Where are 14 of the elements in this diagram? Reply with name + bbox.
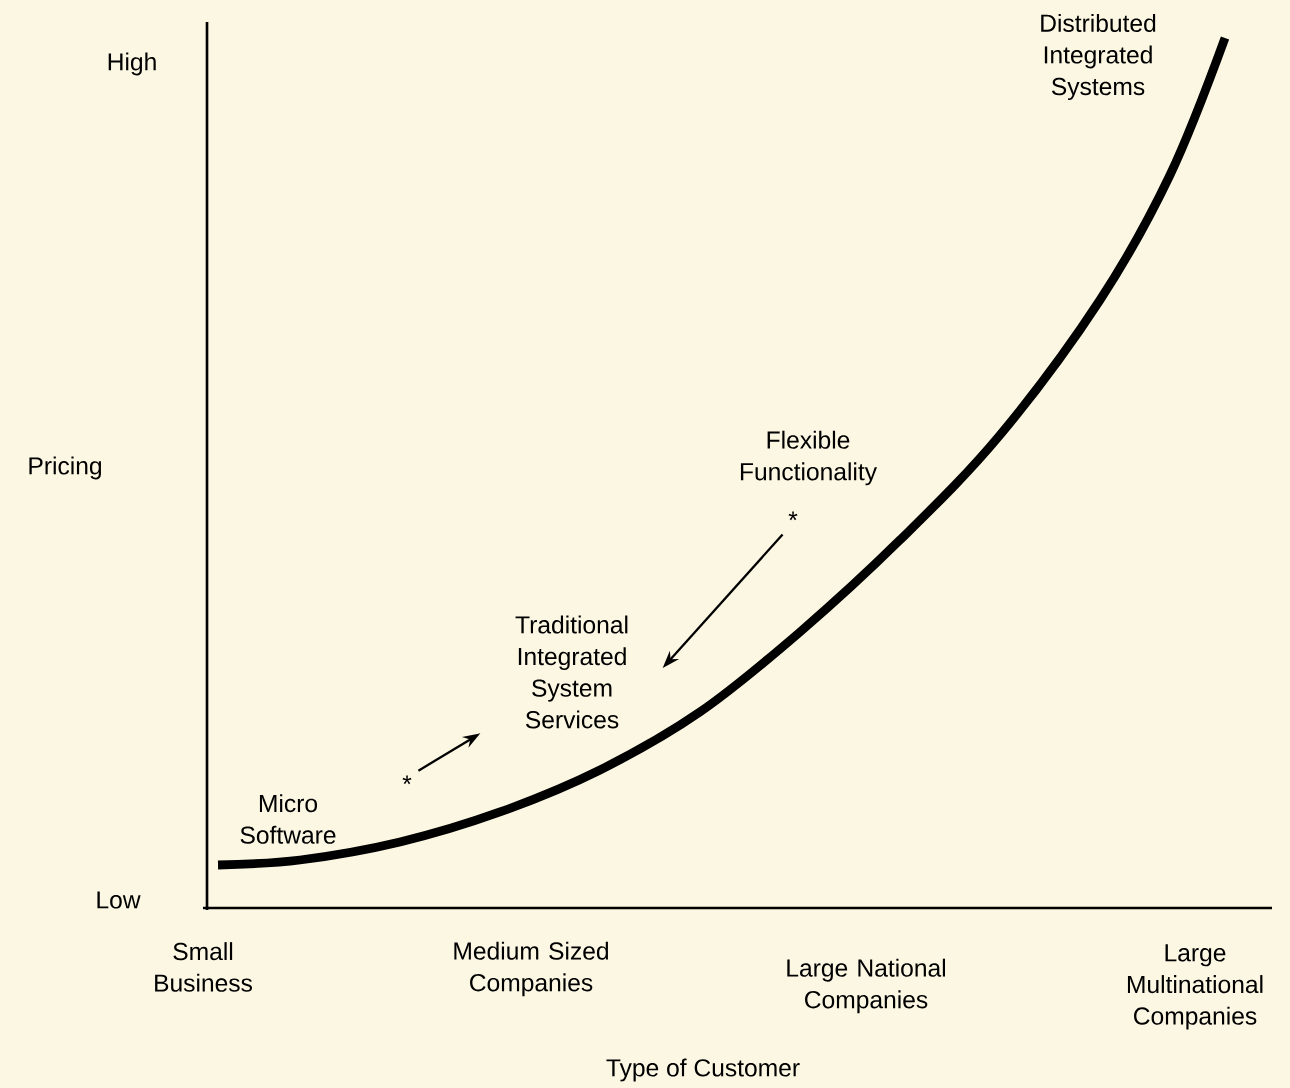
axis-title: Pricing — [29, 456, 101, 480]
axis-title: Type of Customer — [606, 1058, 800, 1082]
category-label: Medium Sized Companies — [454, 941, 608, 997]
curve-label: Micro Software — [240, 794, 336, 844]
tick-label: Low — [97, 891, 141, 909]
curve-label: Flexible Functionality — [740, 430, 877, 486]
tick-label: High — [108, 52, 156, 76]
curve-label: Traditional Integrated System Services — [515, 615, 628, 729]
category-label: Large Multinational Companies — [1127, 944, 1263, 1030]
asterisk-mark: * — [402, 775, 412, 785]
asterisk-mark: * — [788, 511, 798, 521]
category-label: Small Business — [155, 942, 252, 992]
curve-label: Distributed Integrated Systems — [1041, 13, 1156, 101]
category-label: Large National Companies — [787, 958, 945, 1014]
